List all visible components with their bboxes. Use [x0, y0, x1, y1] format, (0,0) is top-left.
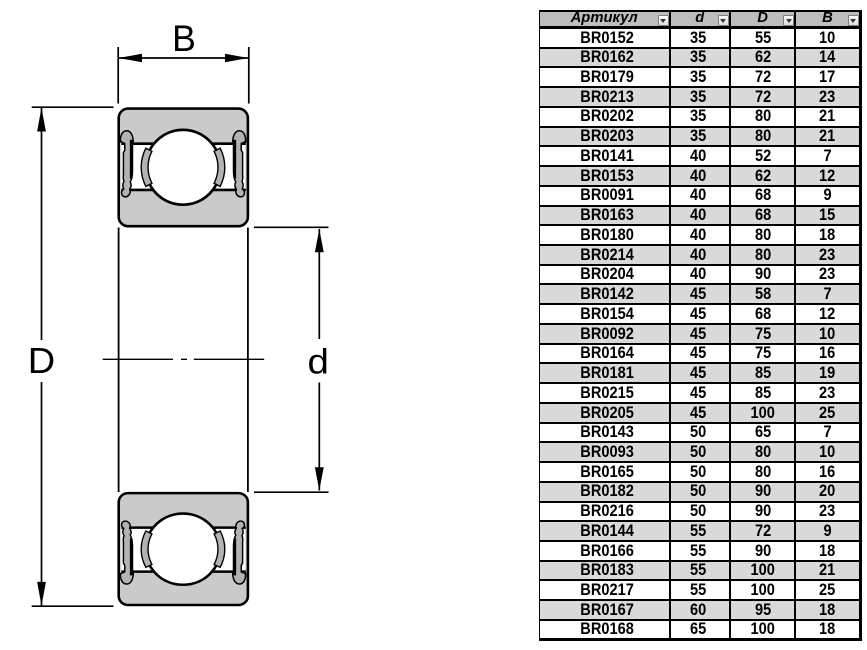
svg-text:D: D [28, 340, 55, 381]
svg-text:B: B [172, 18, 196, 60]
svg-text:d: d [307, 342, 328, 381]
